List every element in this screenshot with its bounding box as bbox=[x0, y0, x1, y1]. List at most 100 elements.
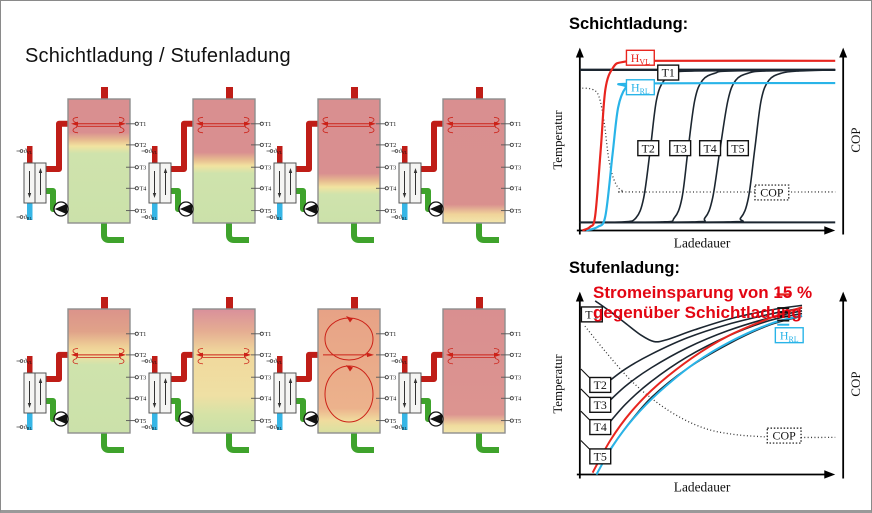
source-return-pipe bbox=[402, 202, 408, 220]
curve-label-box bbox=[774, 327, 804, 344]
curve-label-box bbox=[726, 140, 750, 157]
curve-label: T5 bbox=[594, 450, 607, 464]
curve-label-box bbox=[754, 184, 790, 201]
curve-label: T3 bbox=[594, 398, 607, 412]
supply-pipe bbox=[421, 351, 448, 382]
source-supply-pipe bbox=[402, 356, 408, 374]
curve-label-box bbox=[589, 376, 612, 394]
sensor-label: T5 bbox=[390, 209, 397, 215]
curve-label-box bbox=[637, 140, 660, 157]
sensor-label: T2 bbox=[140, 353, 147, 359]
top-pipe bbox=[226, 297, 233, 310]
source-return-pipe bbox=[277, 202, 283, 220]
sensor-label: T2 bbox=[265, 353, 272, 359]
hx-label: ϑRL bbox=[149, 215, 158, 221]
tank-body bbox=[442, 308, 506, 434]
source-supply-pipe bbox=[27, 356, 33, 374]
curve-label: COP bbox=[773, 429, 797, 443]
sensor-label: T1 bbox=[390, 332, 397, 338]
sensor-label: T4 bbox=[140, 186, 147, 192]
sensor-label: T3 bbox=[265, 165, 272, 171]
supply-pipe bbox=[296, 351, 323, 382]
supply-pipe bbox=[421, 120, 448, 172]
source-return-pipe bbox=[27, 412, 33, 430]
series-COP bbox=[582, 87, 836, 193]
series-H_RL bbox=[595, 314, 803, 475]
sensor-label: T1 bbox=[265, 332, 272, 338]
y2-axis-label: COP bbox=[848, 371, 863, 396]
annotation-stromeinsparung: Stromeinsparung von 15 % gegenüber Schic… bbox=[593, 283, 812, 323]
curve-label-box bbox=[625, 79, 655, 96]
hx-label: ϑRL bbox=[274, 215, 283, 221]
source-return-pipe bbox=[152, 202, 158, 220]
sensor-label: T1 bbox=[265, 122, 272, 128]
x-axis-label: Ladedauer bbox=[674, 235, 731, 250]
tank-body bbox=[67, 98, 131, 224]
hx-label: ϑVL bbox=[274, 149, 283, 155]
curve-label-box bbox=[580, 306, 603, 323]
series-COP bbox=[584, 325, 836, 439]
annotation-line-1: Stromeinsparung von 15 % bbox=[593, 283, 813, 302]
y2-axis-label: COP bbox=[848, 127, 863, 152]
supply-pipe bbox=[46, 351, 73, 382]
source-supply-pipe bbox=[277, 356, 283, 374]
hx-label: ϑVL bbox=[399, 359, 408, 365]
hx-label: ϑVL bbox=[24, 359, 33, 365]
sensor-label: T3 bbox=[140, 375, 147, 381]
chart-title-schichtladung: Schichtladung: bbox=[569, 15, 689, 33]
sensor-label: T2 bbox=[265, 143, 272, 149]
top-pipe bbox=[226, 87, 233, 100]
bottom-pipe bbox=[351, 223, 374, 243]
source-supply-pipe bbox=[27, 146, 33, 164]
top-pipe bbox=[476, 297, 483, 310]
sensor-label: T4 bbox=[390, 396, 397, 402]
sensor-label: T3 bbox=[140, 165, 147, 171]
curve-label-box bbox=[669, 140, 692, 157]
hx-label: ϑVL bbox=[149, 359, 158, 365]
tank-body bbox=[67, 308, 131, 434]
bottom-pipe bbox=[351, 433, 374, 453]
series-T2 bbox=[604, 307, 803, 385]
curve-label: T3 bbox=[674, 141, 687, 155]
sensor-label: T4 bbox=[140, 396, 147, 402]
curve-label: T1 bbox=[662, 66, 675, 80]
series-T4 bbox=[604, 312, 803, 428]
supply-pipe bbox=[296, 120, 323, 172]
sensor-label: T3 bbox=[265, 375, 272, 381]
sensor-label: T2 bbox=[390, 143, 397, 149]
sensor-label: T4 bbox=[515, 396, 522, 402]
supply-pipe bbox=[171, 120, 198, 172]
bottom-pipe bbox=[476, 433, 499, 453]
curve-label-box bbox=[657, 64, 680, 81]
top-pipe bbox=[351, 87, 358, 100]
curve-label-box bbox=[625, 49, 655, 66]
curve-label-box bbox=[589, 448, 612, 465]
supply-pipe bbox=[171, 351, 198, 382]
series-T1 bbox=[594, 300, 803, 343]
sensor-label: T5 bbox=[140, 209, 147, 215]
bottom-pipe bbox=[226, 433, 249, 453]
curve-label-box bbox=[589, 396, 612, 413]
chart-title-stufenladung: Stufenladung: bbox=[569, 259, 680, 277]
hx-label: ϑRL bbox=[399, 425, 408, 431]
supply-pipe bbox=[46, 120, 73, 172]
sensor-label: T4 bbox=[390, 186, 397, 192]
curve-label: T2 bbox=[594, 378, 607, 392]
curve-label-box bbox=[589, 418, 612, 436]
hx-label: ϑRL bbox=[274, 425, 283, 431]
curve-label: HRL bbox=[631, 80, 650, 95]
bottom-pipe bbox=[476, 223, 499, 243]
source-return-pipe bbox=[27, 202, 33, 220]
top-pipe bbox=[351, 297, 358, 310]
curve-label: HRL bbox=[780, 328, 799, 343]
source-return-pipe bbox=[277, 412, 283, 430]
hx-label: ϑRL bbox=[24, 425, 33, 431]
hx-label: ϑRL bbox=[149, 425, 158, 431]
